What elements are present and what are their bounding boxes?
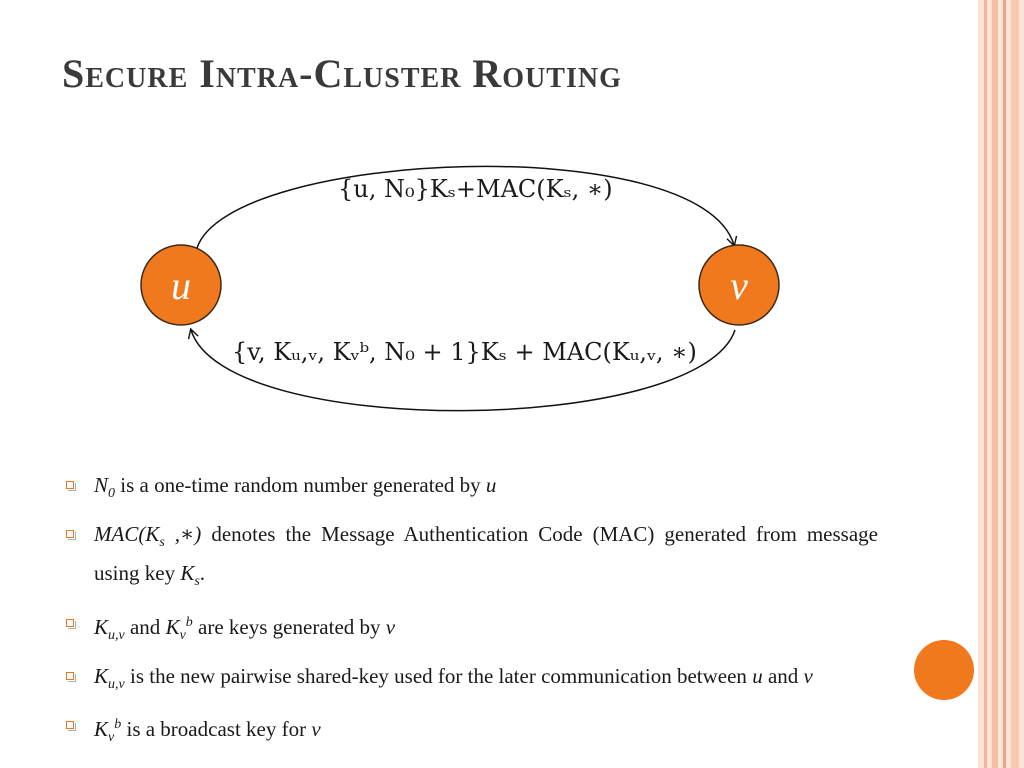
edge-u-to-v <box>196 165 738 249</box>
symbol: K <box>94 614 109 639</box>
symbol: K <box>180 561 195 586</box>
node-u-label: u <box>171 263 191 308</box>
square-bullet-icon <box>66 720 76 731</box>
symbol-subscript: v <box>179 627 186 643</box>
bullet-text: is a one-time random number generated by <box>115 473 486 497</box>
symbol-superscript: b <box>114 716 122 732</box>
bullet-item: Ku,v and Kvb are keys generated by v <box>62 608 878 651</box>
symbol-subscript: v <box>108 730 115 746</box>
node-v-label: v <box>730 263 748 308</box>
bullet-text: and <box>762 663 804 688</box>
edge-label-bottom: {v, Kᵤ,ᵥ, Kᵥᵇ, N₀ + 1}Kₛ + MAC(Kᵤ,ᵥ, ∗) <box>232 338 697 366</box>
square-bullet-icon <box>66 530 76 541</box>
symbol: N <box>94 473 109 497</box>
symbol: K <box>165 614 180 639</box>
bullet-text: are keys generated by <box>192 614 386 639</box>
variable: v <box>311 716 321 741</box>
edge-v-to-u <box>187 327 736 412</box>
variable: v <box>385 614 396 639</box>
symbol: K <box>94 663 109 688</box>
symbol-subscript: u,v <box>108 676 125 692</box>
bullet-text: denotes the Message Authentication Code … <box>94 522 878 586</box>
node-v: v <box>698 244 780 326</box>
symbol: MAC(K <box>94 522 160 547</box>
square-bullet-icon <box>66 671 76 682</box>
bullet-item: MAC(Ks ,∗) denotes the Message Authentic… <box>62 519 878 597</box>
square-bullet-icon <box>66 481 76 491</box>
decorative-stripes <box>978 0 1024 768</box>
variable: u <box>752 663 763 688</box>
symbol: K <box>94 716 109 741</box>
variable: v <box>803 663 813 688</box>
bullet-item: Ku,v is the new pairwise shared-key used… <box>62 661 878 700</box>
bullet-text: is a broadcast key for <box>121 716 312 741</box>
node-u: u <box>140 244 222 326</box>
symbol-subscript: s <box>159 535 165 551</box>
symbol-args: ,∗) <box>164 522 202 547</box>
square-bullet-icon <box>66 618 76 629</box>
variable: u <box>485 473 497 497</box>
decorative-circle <box>914 640 974 700</box>
edge-label-top: {u, N₀}Kₛ+MAC(Kₛ, ∗) <box>338 175 613 203</box>
symbol-subscript: u,v <box>108 627 125 643</box>
symbol-superscript: b <box>185 614 193 630</box>
bullet-text-end: . <box>199 561 206 586</box>
bullet-text: and <box>124 614 166 639</box>
bullet-list: N0 is a one-time random number generated… <box>62 470 878 763</box>
slide-title: Secure Intra-Cluster Routing <box>62 51 622 96</box>
bullet-item: Kvb is a broadcast key for v <box>62 710 878 753</box>
bullet-item: N0 is a one-time random number generated… <box>62 470 878 509</box>
routing-diagram: {u, N₀}Kₛ+MAC(Kₛ, ∗) {v, Kᵤ,ᵥ, Kᵥᵇ, N₀ +… <box>140 165 780 412</box>
bullet-text: is the new pairwise shared-key used for … <box>124 663 753 688</box>
symbol-subscript: 0 <box>108 486 116 502</box>
symbol-subscript: s <box>194 574 200 590</box>
